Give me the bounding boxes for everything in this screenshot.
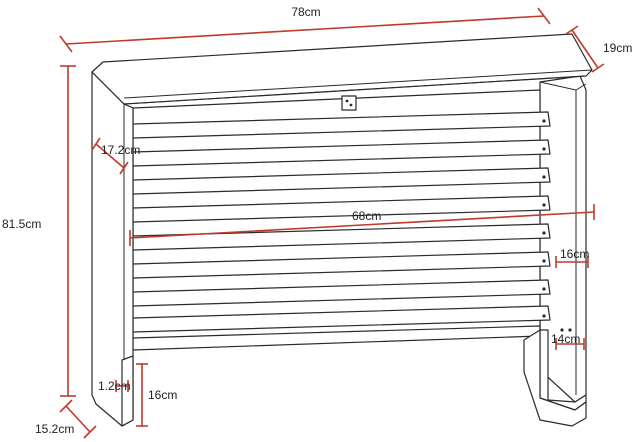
- label-thickness: 1.2cm: [98, 379, 131, 393]
- dim-foot-height: [136, 363, 148, 427]
- label-height: 81.5cm: [2, 217, 41, 231]
- dim-side-upper: [91, 137, 129, 175]
- dim-side-lower: [59, 399, 97, 439]
- dim-height: [60, 65, 76, 397]
- label-shelf-depth: 16cm: [560, 247, 589, 261]
- dim-shelf-depth: [555, 256, 589, 268]
- dim-depth-top: [565, 25, 605, 73]
- label-side-lower: 15.2cm: [35, 422, 74, 436]
- label-inner-width: 68cm: [352, 209, 381, 223]
- dimension-labels: 78cm 19cm 81.5cm 17.2cm 68cm 16cm 14cm 1…: [2, 5, 632, 436]
- dim-thickness: [115, 380, 129, 392]
- dimension-lines: [59, 7, 605, 439]
- dim-width-top: [59, 7, 551, 53]
- label-width-top: 78cm: [291, 5, 320, 19]
- label-foot-depth: 14cm: [551, 332, 580, 346]
- right-leg-foot: [523, 329, 587, 427]
- label-side-upper: 17.2cm: [101, 143, 140, 157]
- dim-foot-depth: [555, 338, 585, 350]
- dim-inner-width: [129, 204, 595, 246]
- label-foot-height: 16cm: [148, 388, 177, 402]
- mounting-bracket: [341, 95, 357, 111]
- console-table-drawing: [91, 33, 593, 427]
- label-depth-top: 19cm: [603, 41, 632, 55]
